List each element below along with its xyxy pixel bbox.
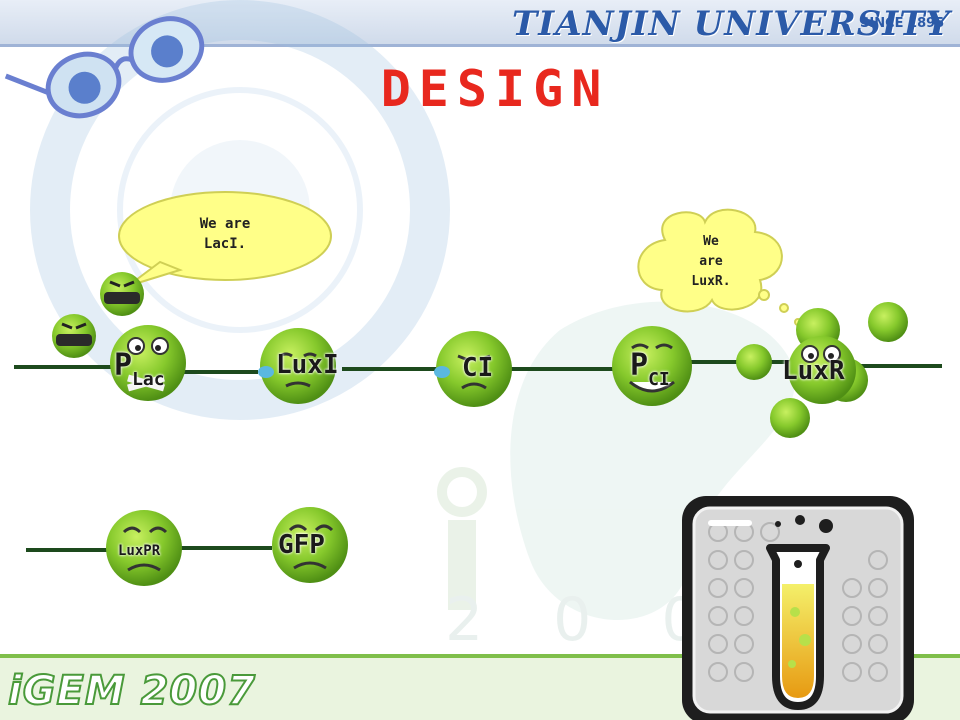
part-label-luxr: LuxR bbox=[782, 356, 845, 386]
test-tube-icon bbox=[682, 496, 914, 720]
smiley-face-icon bbox=[272, 507, 348, 583]
smiley-face-icon bbox=[106, 510, 182, 586]
dna-backbone-bottom bbox=[26, 546, 272, 552]
part-label-luxi: LuxI bbox=[276, 350, 339, 380]
glasses-icon bbox=[4, 16, 205, 119]
speech-bubble-laci bbox=[118, 191, 332, 287]
laci-protein-icon bbox=[100, 272, 144, 316]
part-label-ci: CI bbox=[462, 353, 494, 383]
slide-title: DESIGN bbox=[380, 60, 610, 118]
laci-protein-icon bbox=[52, 314, 96, 358]
smiley-face-icon bbox=[110, 325, 186, 401]
smiley-face-icon bbox=[612, 326, 692, 406]
footer-brand: iGEM 2007 bbox=[7, 667, 256, 715]
part-label-plac: P bbox=[114, 348, 133, 383]
bubble-text-luxr: We are LuxR. bbox=[691, 234, 731, 289]
luxr-protein-cluster bbox=[736, 302, 908, 438]
part-label-pci-sub: CI bbox=[648, 369, 670, 390]
part-label-pci: P bbox=[630, 348, 649, 383]
part-label-luxpr: LuxPR bbox=[118, 543, 161, 559]
part-label-gfp: GFP bbox=[278, 530, 325, 560]
bubble-text-laci: We are LacI. bbox=[199, 216, 251, 252]
university-title: TIANJIN UNIVERSITY bbox=[512, 4, 951, 44]
smiley-face-icon bbox=[434, 331, 512, 407]
part-label-plac-sub: Lac bbox=[132, 369, 165, 390]
university-since: SINCE 1895 bbox=[860, 16, 945, 31]
thought-bubble-luxr bbox=[637, 208, 802, 326]
smiley-face-icon bbox=[258, 328, 336, 404]
igem-watermark: 2007 bbox=[437, 301, 808, 655]
